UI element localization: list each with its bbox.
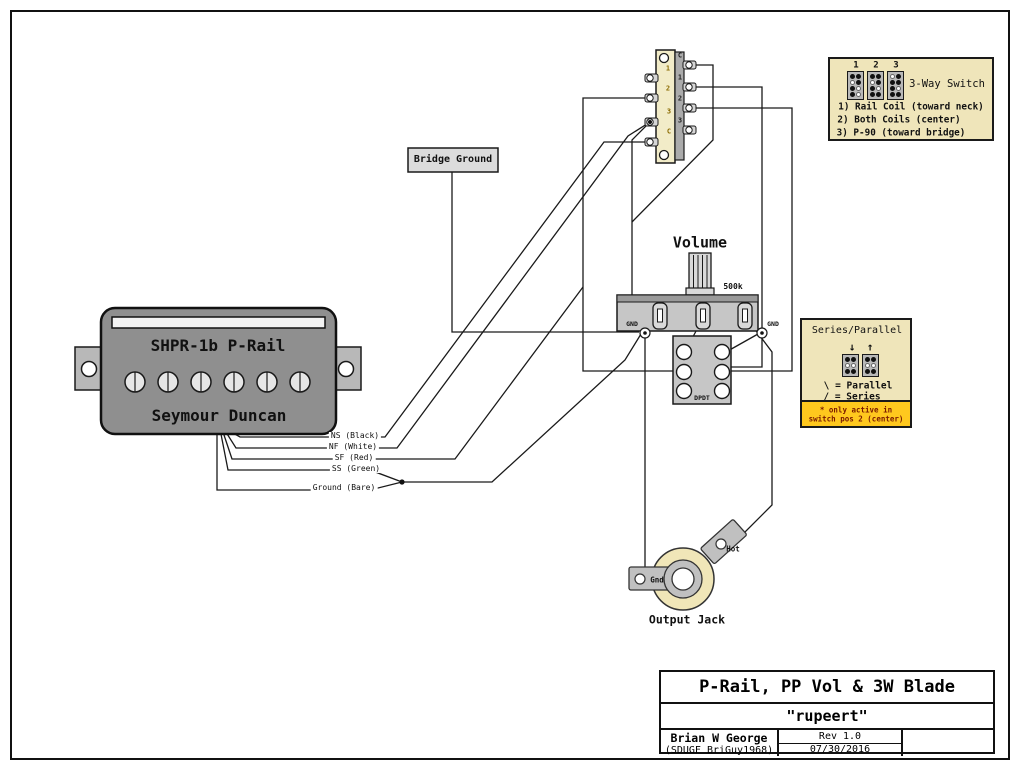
switch-series-icon (862, 354, 879, 377)
switch-left-lugs (644, 73, 659, 147)
title-block-rev-cell: Rev 1.0 07/30/2016 (777, 730, 901, 756)
title-block-empty-cell (901, 730, 993, 756)
switch-parallel-icon (842, 354, 859, 377)
legend-3way-line-3: 3) P-90 (toward bridge) (836, 127, 966, 139)
switch-right-label-1: 1 (677, 73, 683, 82)
pickup-model-label: SHPR-1b P-Rail (150, 336, 286, 355)
bridge-ground-label: Bridge Ground (413, 154, 493, 165)
wire-bridge-ground (451, 172, 639, 333)
pot-value-label: 500k (723, 282, 743, 291)
switch-lug3-junction-dot (648, 120, 652, 124)
legend-series-parallel-box: Series/Parallel ↓ ↑ \ = Parallel / = Ser… (800, 318, 912, 428)
page-border (10, 10, 1010, 760)
blade-switch (644, 49, 697, 164)
jack-caption: Output Jack (648, 612, 726, 627)
switch-left-label-2: 2 (665, 84, 671, 93)
switch-screw-top (658, 52, 670, 64)
dpdt-switch (672, 335, 732, 405)
pot-lugs (652, 302, 753, 330)
switch-right-lugs (682, 60, 697, 135)
legend-3way-pos-2: 2 (873, 60, 879, 71)
title-block-date: 07/30/2016 (809, 744, 871, 756)
title-block-author-cell: Brian W George (SDUGF BriGuy1968) (661, 730, 777, 756)
wire-pot3-to-hot (736, 315, 773, 541)
switch-right-label-3: 3 (677, 116, 683, 125)
title-block: P-Rail, PP Vol & 3W Blade "rupeert" Bria… (659, 670, 995, 756)
pickup-rail (111, 316, 326, 329)
solder-junction-dot (399, 479, 405, 485)
legend-3way-pos-1: 1 (853, 60, 859, 71)
legend-sp-note: * only active in switch pos 2 (center) (802, 400, 910, 426)
legend-sp-parallel-line: \ = Parallel (823, 380, 893, 392)
switch-position-icon-1 (847, 71, 864, 100)
title-block-project-name: "rupeert" (661, 702, 993, 728)
switch-right-label-2: 2 (677, 94, 683, 103)
wire-label-nf: NF (White) (326, 442, 380, 451)
wire-switch-lug1-right (695, 86, 763, 368)
gnd-right-label: GND (767, 319, 779, 328)
legend-3way-box: 1 2 3 3-Way Switch 1) Rail Coil (toward … (828, 57, 994, 141)
wire-switch-lug2-left-to-dpdt (582, 97, 678, 372)
wire-switch-lugC-right (631, 64, 714, 223)
legend-sp-series-line: / = Series (823, 391, 881, 403)
switch-left-label-1: 1 (665, 64, 671, 73)
jack-hot-label: Hot (726, 544, 740, 554)
wire-nf-white (223, 121, 651, 449)
wire-switch-lug2-right (695, 107, 793, 372)
volume-pot (616, 252, 768, 339)
title-block-revision: Rev 1.0 (779, 730, 901, 744)
legend-3way-line-1: 1) Rail Coil (toward neck) (838, 101, 984, 113)
legend-3way-line-2: 2) Both Coils (center) (837, 114, 961, 126)
title-block-title: P-Rail, PP Vol & 3W Blade (699, 677, 955, 697)
switch-right-label-c: C (677, 51, 683, 60)
wire-label-ground: Ground (Bare) (310, 483, 378, 492)
bridge-ground-box (407, 147, 499, 173)
switch-screw-bottom (658, 149, 670, 161)
jack-center-hole (671, 567, 695, 591)
output-jack (628, 519, 747, 611)
pickup (74, 306, 362, 436)
jack-gnd-label: Gnd (650, 575, 664, 585)
wire-gnd-to-jack (644, 338, 650, 577)
pickup-body (99, 306, 338, 436)
gnd-left-label: GND (626, 319, 638, 328)
legend-3way-pos-3: 3 (893, 60, 899, 71)
wire-ground-bare (216, 333, 642, 491)
legend-3way-title: 3-Way Switch (909, 77, 985, 90)
dpdt-label: DPDT (694, 393, 710, 402)
pickup-brand-label: Seymour Duncan (151, 406, 287, 425)
legend-sp-note-line-1: * only active in (819, 405, 893, 415)
wire-label-ns: NS (Black) (328, 431, 382, 440)
legend-sp-title: Series/Parallel (811, 325, 903, 336)
arrow-up-icon: ↑ (866, 340, 874, 354)
volume-title: Volume (672, 233, 728, 252)
switch-position-icon-3 (887, 71, 904, 100)
wire-label-sf: SF (Red) (332, 453, 376, 462)
switch-position-icon-2 (867, 71, 884, 100)
wire-label-ss: SS (Green) (329, 464, 383, 473)
pickup-pole-screws (124, 371, 311, 393)
wire-ss-green (219, 428, 403, 483)
title-block-author: Brian W George (670, 730, 768, 745)
switch-left-label-3: 3 (666, 107, 672, 116)
arrow-down-icon: ↓ (848, 340, 856, 354)
switch-left-label-c: C (666, 127, 672, 136)
title-block-author-alias: (SDUGF BriGuy1968) (664, 744, 774, 756)
legend-sp-note-line-2: switch pos 2 (center) (808, 414, 904, 424)
